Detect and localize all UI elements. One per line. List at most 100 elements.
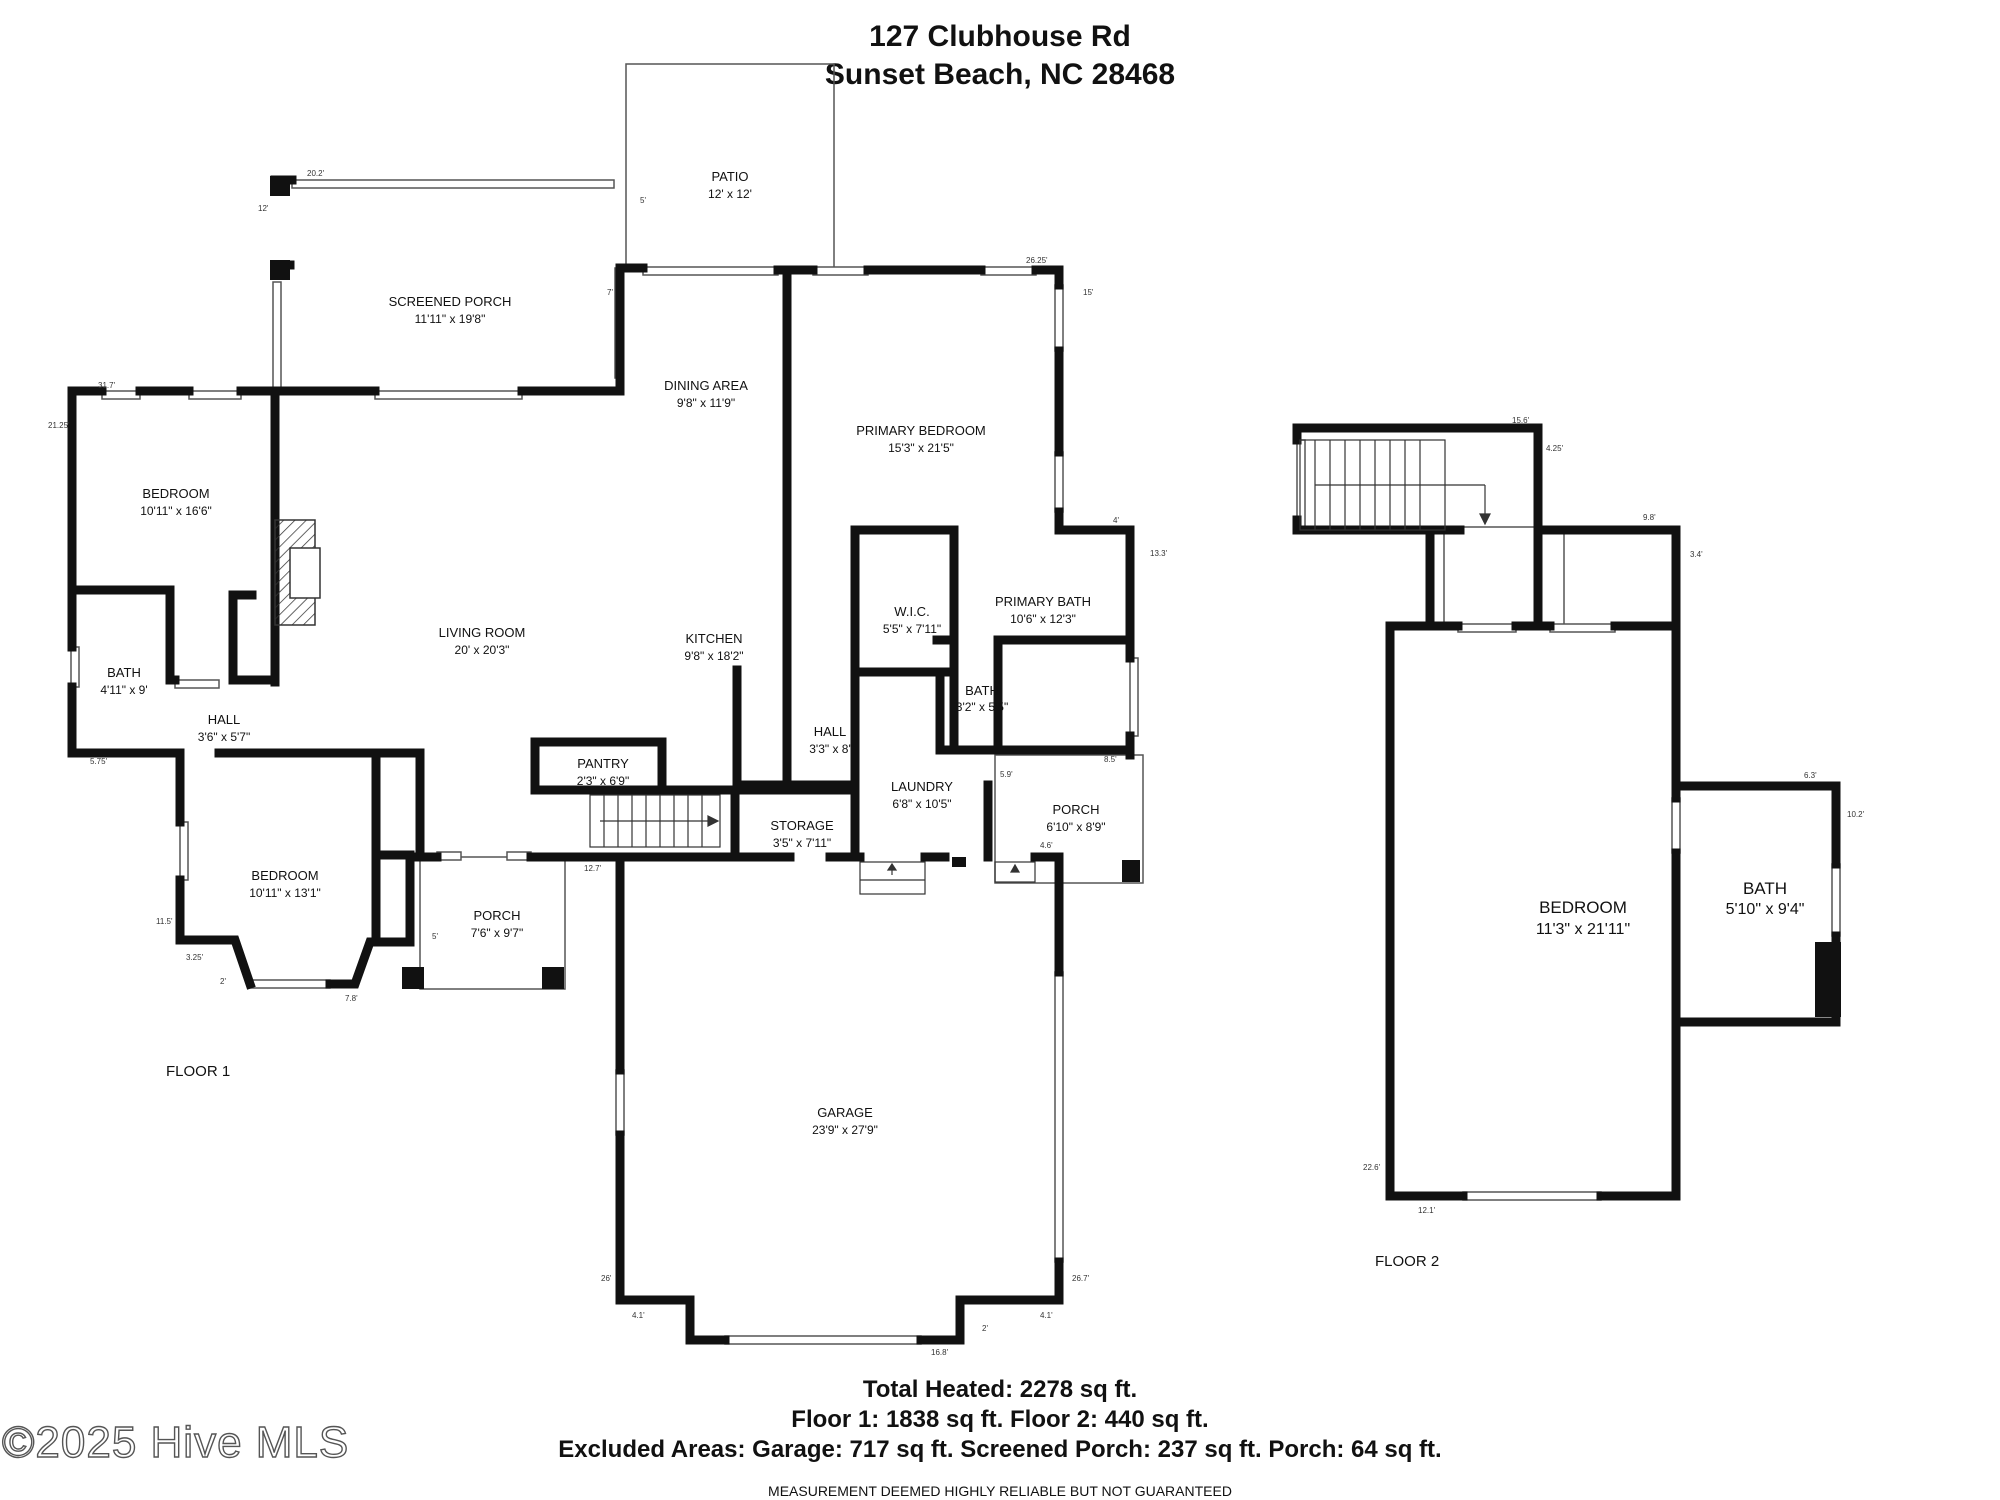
wall-measurement: 9.8' — [1643, 513, 1656, 522]
wall-measurement: 15' — [1083, 288, 1094, 297]
wall-measurement: 5' — [640, 196, 646, 205]
room-labels: PATIO 12' x 12' SCREENED PORCH 11'11" x … — [100, 169, 1804, 1137]
wall-measurement: 3.4' — [1690, 550, 1703, 559]
wall-measurement: 4.25' — [1546, 444, 1564, 453]
wall-measurement: 7.8' — [345, 994, 358, 1003]
floor-1-label: FLOOR 1 — [166, 1063, 231, 1080]
entry-steps — [859, 861, 1036, 895]
dining-area-name: DINING AREA — [664, 378, 748, 393]
primary-bath-dims: 10'6" x 12'3" — [1010, 612, 1076, 626]
wall-measurement: 2' — [982, 1324, 988, 1333]
wall-measurement: 5.75' — [90, 757, 108, 766]
porch-side-outline — [994, 754, 1144, 884]
wall-measurement: 21.25' — [48, 421, 70, 430]
wall-measurement: 22.6' — [1363, 1163, 1381, 1172]
bath-2-name: BATH — [965, 683, 999, 698]
wic-dims: 5'5" x 7'11" — [883, 622, 941, 636]
wall-measurement: 26.7' — [1072, 1274, 1090, 1283]
posts — [270, 176, 1841, 1017]
wall-measurement: 4.1' — [1040, 1311, 1053, 1320]
wall-measurement: 4.1' — [632, 1311, 645, 1320]
wall-measurement: 5.9' — [1000, 770, 1013, 779]
laundry-dims: 6'8" x 10'5" — [892, 797, 951, 811]
wall-measurement: 26' — [601, 1274, 612, 1283]
wall-measurement: 4.6' — [1040, 841, 1053, 850]
floor-2-label: FLOOR 2 — [1375, 1253, 1440, 1270]
primary-bedroom-dims: 15'3" x 21'5" — [888, 441, 954, 455]
living-room-dims: 20' x 20'3" — [455, 643, 510, 657]
bath-1-dims: 4'11" x 9' — [100, 683, 147, 697]
wall-measurement: 7' — [607, 288, 613, 297]
hall-2-dims: 3'3" x 8' — [809, 742, 851, 756]
pantry-dims: 2'3" x 6'9" — [577, 774, 629, 788]
bedroom-1-dims: 10'11" x 16'6" — [140, 504, 212, 518]
patio-name: PATIO — [711, 169, 748, 184]
wall-measurement: 15.6' — [1512, 416, 1530, 425]
bedroom-2-dims: 10'11" x 13'1" — [249, 886, 321, 900]
storage-dims: 3'5" x 7'11" — [773, 836, 831, 850]
wall-measurement: 26.25' — [1026, 256, 1048, 265]
windows — [70, 179, 1841, 1345]
wall-measurement: 11.5' — [156, 917, 173, 926]
wall-measurement: 16.8' — [931, 1348, 949, 1357]
bedroom-2-name: BEDROOM — [251, 868, 318, 883]
patio-dims: 12' x 12' — [708, 187, 752, 201]
patio-outline — [625, 63, 835, 270]
wall-measurement: 12.7' — [584, 864, 602, 873]
wall-measurement: 10.2' — [1847, 810, 1865, 819]
porch-side-dims: 6'10" x 8'9" — [1046, 820, 1105, 834]
porch-side-name: PORCH — [1053, 802, 1100, 817]
walls — [67, 175, 1841, 1345]
hall-1-dims: 3'6" x 5'7" — [198, 730, 250, 744]
primary-bath-name: PRIMARY BATH — [995, 594, 1091, 609]
porch-front-outline — [419, 856, 566, 990]
wall-measurement: 31.7' — [98, 381, 116, 390]
bath-2-dims: 3'2" x 5'5" — [956, 700, 1008, 714]
bedroom-up-dims: 11'3" x 21'11" — [1536, 921, 1630, 938]
living-room-name: LIVING ROOM — [439, 625, 526, 640]
address-line-1: 127 Clubhouse Rd — [869, 20, 1131, 53]
wall-measurement: 2' — [220, 977, 226, 986]
porch-front-dims: 7'6" x 9'7" — [471, 926, 523, 940]
wall-measurement: 4' — [1113, 516, 1119, 525]
wall-measurement: 5' — [432, 932, 438, 941]
primary-bedroom-name: PRIMARY BEDROOM — [856, 423, 986, 438]
bath-1-name: BATH — [107, 665, 141, 680]
wall-measurement: 12.1' — [1418, 1206, 1436, 1215]
wic-name: W.I.C. — [894, 604, 929, 619]
bath-up-dims: 5'10" x 9'4" — [1726, 901, 1805, 918]
wall-measurement: 12' — [258, 204, 269, 213]
garage-dims: 23'9" x 27'9" — [812, 1123, 878, 1137]
excluded-areas: Excluded Areas: Garage: 717 sq ft. Scree… — [558, 1436, 1442, 1463]
measurement-disclaimer: MEASUREMENT DEEMED HIGHLY RELIABLE BUT N… — [768, 1483, 1232, 1499]
watermark: ©2025 Hive MLS — [1, 1417, 350, 1467]
kitchen-dims: 9'8" x 18'2" — [684, 649, 743, 663]
floor-areas: Floor 1: 1838 sq ft. Floor 2: 440 sq ft. — [791, 1406, 1209, 1433]
bath-up-name: BATH — [1743, 879, 1787, 898]
wall-measurement: 6.3' — [1804, 771, 1817, 780]
fireplace-box — [289, 547, 321, 599]
address-line-2: Sunset Beach, NC 28468 — [824, 58, 1176, 91]
hall-2-name: HALL — [814, 724, 847, 739]
bedroom-up-name: BEDROOM — [1539, 898, 1627, 917]
stairs-floor-1 — [589, 794, 721, 848]
porch-front-name: PORCH — [474, 908, 521, 923]
total-heated: Total Heated: 2278 sq ft. — [862, 1376, 1138, 1403]
kitchen-name: KITCHEN — [685, 631, 742, 646]
garage-name: GARAGE — [817, 1105, 873, 1120]
bedroom-1-name: BEDROOM — [142, 486, 209, 501]
stair-landing-outline — [1443, 526, 1565, 630]
pantry-name: PANTRY — [577, 756, 629, 771]
wall-measurements: 20.2' 12' 5' 7' 26.25' 15' 31.7' 21.25' … — [48, 169, 1865, 1357]
storage-name: STORAGE — [770, 818, 834, 833]
laundry-name: LAUNDRY — [891, 779, 953, 794]
screened-porch-dims: 11'11" x 19'8" — [415, 312, 486, 326]
hall-1-name: HALL — [208, 712, 241, 727]
wall-measurement: 20.2' — [307, 169, 325, 178]
wall-measurement: 13.3' — [1150, 549, 1168, 558]
wall-measurement: 8.5' — [1104, 755, 1117, 764]
dining-area-dims: 9'8" x 11'9" — [677, 396, 735, 410]
wall-measurement: 3.25' — [186, 953, 204, 962]
stairs-floor-2 — [1299, 439, 1491, 531]
